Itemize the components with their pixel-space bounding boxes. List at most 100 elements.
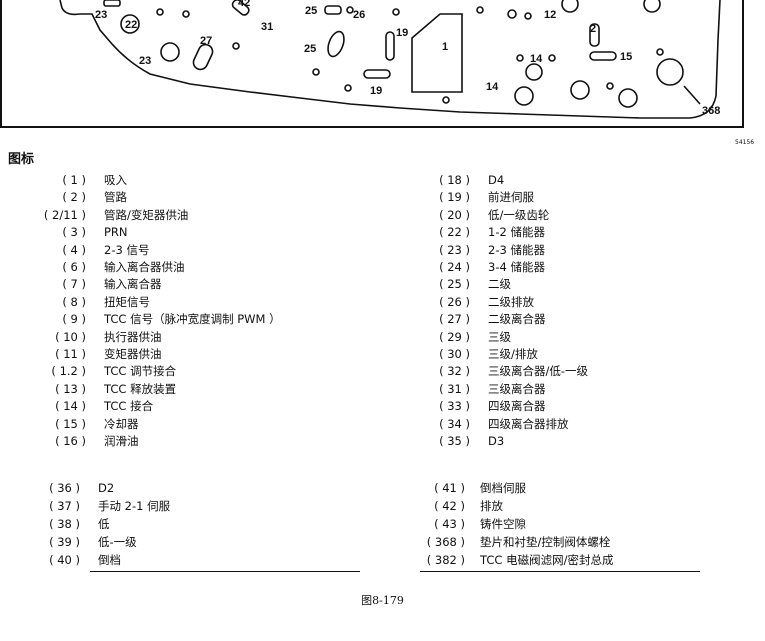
hole — [476, 6, 484, 14]
hole — [656, 58, 684, 86]
hole — [507, 9, 517, 19]
slot — [327, 30, 345, 58]
legend-label: 3-4 储能器 — [488, 260, 545, 274]
legend-label: 输入离合器供油 — [104, 260, 185, 274]
hole — [160, 42, 180, 62]
label-15: 15 — [620, 51, 632, 63]
legend-label: 输入离合器 — [104, 277, 162, 292]
label-19: 19 — [396, 27, 408, 39]
figure-code: 54156 — [735, 139, 755, 146]
legend-label: 变矩器供油 — [104, 347, 162, 361]
hole — [312, 68, 320, 76]
hole — [516, 54, 524, 62]
leader-line — [683, 85, 701, 105]
legend-number: ( 8 ) — [62, 294, 86, 309]
hole — [548, 54, 556, 62]
label-25b: 25 — [304, 43, 316, 55]
legend-number: ( 11 ) — [55, 347, 86, 361]
hole — [232, 42, 240, 50]
hole — [656, 48, 664, 56]
legend-label: TCC 释放装置 — [104, 381, 177, 396]
diagram-frame — [0, 0, 744, 128]
label-368: 368 — [702, 105, 720, 117]
slot — [589, 23, 600, 47]
legend-label: 四级离合器 — [488, 399, 546, 414]
figure-caption: 图8-179 — [361, 594, 404, 607]
legend-number: ( 32 ) — [439, 364, 470, 379]
legend-label: 2-3 信号 — [104, 242, 150, 257]
diagram-labels: 23 42 31 22 27 23 25 26 19 25 1 19 12 2 … — [95, 0, 720, 117]
legend-label: 管路/变矩器供油 — [104, 207, 189, 222]
legend-number: ( 1.2 ) — [51, 364, 86, 379]
legend-label: 吸入 — [104, 173, 127, 187]
hole — [182, 10, 190, 18]
legend-number: ( 36 ) — [49, 481, 80, 495]
legend-number: ( 29 ) — [439, 329, 470, 344]
legend-label: 执行器供油 — [104, 329, 162, 344]
legend-label: D2 — [98, 481, 115, 495]
legend-number: ( 1 ) — [62, 173, 86, 187]
label-25: 25 — [305, 5, 317, 17]
legend-label: 前进伺服 — [488, 190, 534, 205]
legend-number: ( 3 ) — [62, 225, 86, 240]
legend-number: ( 22 ) — [439, 225, 470, 240]
legend-number: ( 4 ) — [62, 242, 86, 257]
legend-label: 冷却器 — [104, 416, 139, 431]
label-2: 2 — [590, 23, 596, 35]
hole — [643, 0, 661, 13]
legend-number: ( 10 ) — [55, 329, 86, 344]
legend-number: ( 16 ) — [55, 434, 86, 448]
label-14b: 14 — [486, 81, 499, 93]
bottom-rule-left — [90, 571, 360, 572]
legend-label: TCC 电磁阀滤网/密封总成 — [480, 553, 614, 567]
legend-number: ( 41 ) — [434, 481, 465, 495]
legend-title: 图标 — [8, 152, 35, 167]
legend-label: 倒档 — [98, 553, 121, 567]
legend-number: ( 23 ) — [439, 242, 470, 257]
hole — [344, 84, 352, 92]
label-23: 23 — [95, 9, 107, 21]
legend-label: 低/一级齿轮 — [488, 207, 550, 222]
legend-label: D4 — [488, 173, 505, 187]
legend-label: 二级 — [488, 277, 511, 292]
legend-number: ( 368 ) — [426, 535, 465, 549]
legend-number: ( 38 ) — [49, 517, 80, 531]
hole — [618, 88, 638, 108]
label-14: 14 — [530, 53, 543, 65]
valve-body-diagram: 23 42 31 22 27 23 25 26 19 25 1 19 12 2 … — [0, 0, 765, 141]
hole — [442, 96, 450, 104]
hole — [156, 8, 164, 16]
legend-number: ( 43 ) — [434, 517, 465, 531]
legend-number: ( 27 ) — [439, 312, 470, 327]
legend-label: 三级离合器 — [488, 381, 546, 396]
legend-number: ( 24 ) — [439, 260, 470, 274]
hole — [392, 8, 400, 16]
legend-number: ( 2 ) — [62, 190, 86, 205]
legend-number: ( 30 ) — [439, 347, 470, 361]
cavity-1 — [411, 13, 463, 93]
legend-label: 倒档伺服 — [480, 481, 526, 495]
legend-number: ( 2/11 ) — [43, 207, 86, 222]
hole — [606, 82, 614, 90]
slot — [231, 0, 250, 16]
legend-label: 管路 — [104, 190, 127, 205]
legend-label: 三级离合器/低-一级 — [488, 364, 589, 379]
slot — [385, 31, 395, 61]
hole — [525, 63, 543, 81]
legend-number: ( 6 ) — [62, 260, 86, 274]
legend-number: ( 31 ) — [439, 381, 470, 396]
plate-outline — [59, 0, 721, 119]
legend-label: 垫片和衬垫/控制阀体螺栓 — [480, 535, 611, 549]
legend-label: 二级排放 — [488, 294, 534, 309]
label-22: 22 — [125, 19, 137, 31]
hole — [120, 14, 140, 34]
legend-label: 2-3 储能器 — [488, 242, 545, 257]
legend-label: D3 — [488, 434, 505, 448]
legend-number: ( 7 ) — [62, 277, 86, 292]
legend-number: ( 20 ) — [439, 207, 470, 222]
legend-number: ( 15 ) — [55, 416, 86, 431]
legend-number: ( 33 ) — [439, 399, 470, 414]
label-31: 31 — [261, 21, 273, 33]
legend-number: ( 19 ) — [439, 190, 470, 205]
legend-label: 三级/排放 — [488, 347, 538, 361]
